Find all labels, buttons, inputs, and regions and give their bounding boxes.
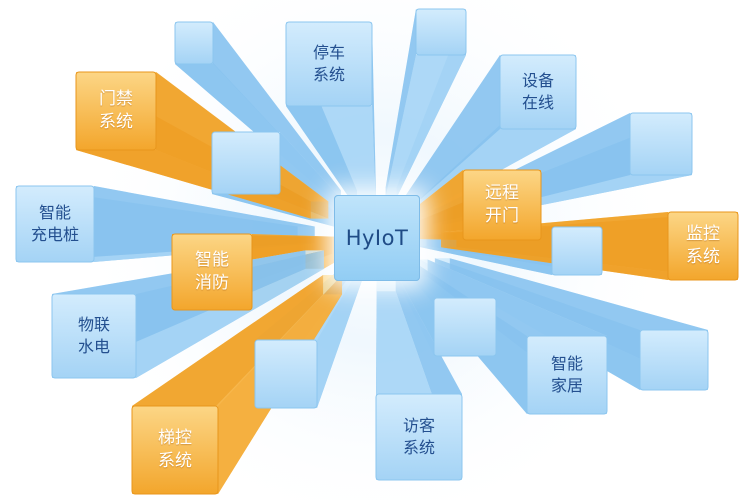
- module-device-side-3: [404, 55, 500, 215]
- beam-mid-b-face: [433, 297, 497, 357]
- module-charging-face: [15, 185, 95, 263]
- beam-left-a-face: [211, 131, 281, 195]
- beam-top-a-side-1: [213, 22, 341, 200]
- beam-top-b-side-2: [385, 55, 466, 198]
- module-monitor-face: [667, 211, 739, 281]
- beam-low-a-face: [254, 339, 318, 409]
- beam-top-b-face: [415, 8, 467, 56]
- hub-node: HyIoT: [334, 195, 420, 281]
- box-layer: [15, 8, 739, 495]
- module-device-face: [499, 54, 577, 130]
- beam-top-a-face: [174, 21, 214, 65]
- module-parking-face: [285, 21, 373, 107]
- module-elevator-face: [131, 405, 219, 495]
- module-remote-door-face: [462, 169, 542, 241]
- module-visitor-face: [375, 393, 463, 481]
- beam-mid-a-face: [551, 226, 603, 276]
- module-access-face: [75, 71, 157, 151]
- module-home-face: [526, 335, 608, 415]
- beam-right-a-face: [629, 112, 693, 176]
- module-utilities-face: [51, 293, 137, 379]
- beam-right-b-face: [639, 329, 709, 391]
- module-fire-face: [171, 233, 253, 311]
- beam-top-b-side-3: [385, 9, 416, 198]
- module-parking-side-1: [372, 22, 376, 209]
- hub-label: HyIoT: [345, 226, 409, 250]
